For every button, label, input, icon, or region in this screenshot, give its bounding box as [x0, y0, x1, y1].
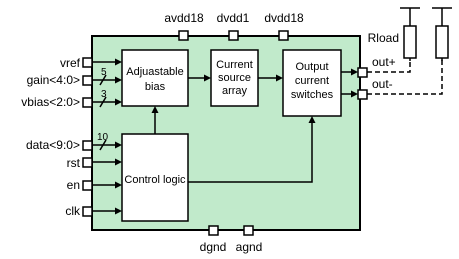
output-switches-label-2: current — [295, 75, 329, 87]
input-arrowheads — [115, 58, 122, 215]
pin-en — [82, 180, 93, 191]
load-resistors — [400, 7, 452, 61]
control-logic-label: Control logic — [124, 174, 186, 186]
adjustable-bias-block — [121, 49, 189, 107]
en-label: en — [67, 178, 80, 192]
pin-dvdd18 — [278, 30, 289, 41]
load-dashed-wires — [367, 60, 443, 95]
pin-rst — [82, 157, 93, 168]
pin-dvdd1 — [228, 30, 239, 41]
vbias-bus-width: 3 — [101, 89, 107, 100]
vbias-label: vbias<2:0> — [21, 95, 80, 109]
output-switches-label-3: switches — [291, 89, 334, 101]
pin-agnd — [243, 225, 254, 236]
clk-label: clk — [65, 204, 81, 218]
pin-vref — [82, 57, 93, 68]
pin-out-plus — [357, 67, 368, 78]
pin-clk — [82, 206, 93, 217]
out-plus-label: out+ — [372, 55, 396, 69]
vref-label: vref — [60, 56, 81, 70]
internal-arrowheads — [151, 74, 316, 123]
dvdd1-label: dvdd1 — [217, 11, 250, 25]
gain-label: gain<4:0> — [27, 73, 80, 87]
avdd18-label: avdd18 — [164, 11, 204, 25]
out-minus-label: out- — [372, 77, 393, 91]
current-source-label-1: Current — [216, 59, 253, 71]
pin-out-minus — [357, 89, 368, 100]
input-wires — [92, 61, 117, 212]
bias-block-label-2: bias — [145, 81, 166, 93]
dgnd-label: dgnd — [200, 240, 227, 254]
pin-avdd18 — [178, 30, 189, 41]
internal-wires — [154, 77, 313, 183]
current-source-label-2: source — [218, 72, 251, 84]
data-bus-width: 10 — [97, 132, 109, 143]
bias-block-label-1: Adjuastable — [126, 66, 184, 78]
pin-vbias — [82, 97, 93, 108]
gain-bus-width: 5 — [101, 67, 107, 78]
rload-label: Rload — [368, 31, 399, 45]
current-source-label-3: array — [222, 85, 248, 97]
rst-label: rst — [67, 156, 81, 170]
dvdd18-label: dvdd18 — [264, 11, 304, 25]
control-logic-block — [121, 133, 189, 222]
data-label: data<9:0> — [26, 138, 80, 152]
agnd-label: agnd — [236, 240, 263, 254]
output-arrowheads — [351, 68, 358, 98]
current-source-array-block — [210, 49, 259, 107]
output-switches-label-1: Output — [295, 61, 328, 73]
pin-gain — [82, 75, 93, 86]
pin-data — [82, 140, 93, 151]
pin-dgnd — [208, 225, 219, 236]
